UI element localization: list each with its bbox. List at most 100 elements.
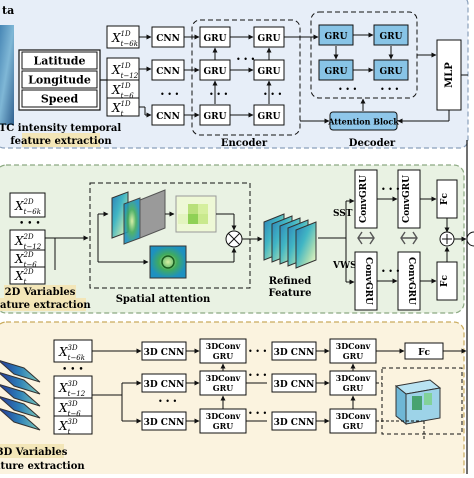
input-latitude-label: Latitude [34, 55, 86, 68]
panel3-caption-line1: 3D Variables [0, 447, 68, 458]
cnn3d-label: 3D CNN [144, 418, 185, 428]
encoder-gru-grid: GRU GRU GRU GRU GRU GRU • • • • • • • • … [199, 26, 285, 126]
cnn-label: CNN [156, 112, 180, 122]
panel1-caption-highlight [22, 133, 100, 147]
convgru3d-label-line1: 3DConv [206, 411, 241, 421]
encoder-dots: • • • [209, 90, 228, 99]
convgru3d-label-line1: 3DConv [336, 373, 371, 383]
refined-feature-line1: Refined [269, 276, 312, 287]
panel1-caption-line1: TC intensity temporal [0, 123, 121, 134]
convgru3d-label-line2: GRU [343, 383, 363, 393]
convgru3d-label-line1: 3DConv [206, 373, 241, 383]
gru-label: GRU [203, 34, 226, 44]
panel2-caption-highlight-2 [0, 298, 86, 311]
convgru3d-dots: • • • [248, 371, 267, 380]
fc-blocks: Fc Fc [420, 179, 467, 301]
tc-input-box: Latitude Longitude Speed [18, 49, 101, 111]
input-latitude [21, 51, 98, 70]
cnn3d-label: 3D CNN [274, 348, 315, 358]
convgru-label: ConvGRU [359, 175, 369, 223]
cross-connection [357, 231, 418, 245]
corner-label: ta [2, 4, 14, 17]
cnn-blocks: CNN CNN CNN [151, 26, 185, 126]
feature-map-stack [111, 189, 166, 245]
panel3-caption-line2: feature extraction [0, 461, 85, 472]
convgru-label: ConvGRU [363, 257, 373, 305]
input-speed-label: Speed [41, 93, 79, 106]
tc-image [149, 245, 187, 279]
cnn3d-dots: • • • [158, 397, 177, 406]
encoder-dots: • • • [236, 55, 255, 64]
gru-label: GRU [257, 34, 280, 44]
cnn-dots: • • • [160, 90, 179, 99]
convgru3d-column-1: 3DConv GRU 3DConv GRU 3DConv GRU [199, 338, 247, 434]
gru-label: GRU [379, 67, 402, 77]
refined-feature-stack [263, 213, 317, 269]
panel2-caption-line1: 2D Variables [5, 287, 76, 298]
convgru3d-label-line1: 3DConv [336, 411, 371, 421]
cnn3d-label: 3D CNN [144, 380, 185, 390]
spatial-attention-label: Spatial attention [116, 294, 211, 305]
fc-label: Fc [440, 275, 450, 287]
convgru3d-label-line2: GRU [213, 421, 233, 431]
spatial-attention-box [89, 182, 251, 289]
gru-label: GRU [203, 112, 226, 122]
cnn3d-label: 3D CNN [274, 380, 315, 390]
convgru3d-label-line2: GRU [343, 421, 363, 431]
convgru3d-label-line2: GRU [343, 351, 363, 361]
panel2-caption-line2: feature extraction [0, 300, 91, 311]
attention-block [329, 111, 398, 131]
volume-cube [394, 379, 442, 426]
gru-label: GRU [324, 67, 347, 77]
convgru-dots: • • • [381, 185, 400, 194]
convgru-dots: • • • [381, 267, 400, 276]
convgru3d-column-2: 3DConv GRU 3DConv GRU 3DConv GRU [329, 338, 377, 434]
convgru3d-label-line1: 3DConv [336, 341, 371, 351]
cnn-label: CNN [156, 67, 180, 77]
gru-label: GRU [203, 67, 226, 77]
gru-label: GRU [379, 32, 402, 42]
satellite-thumbnail [0, 25, 14, 125]
encoder-dots: • • • [263, 90, 282, 99]
cnn3d-label: 3D CNN [144, 348, 185, 358]
refined-feature-line2: Feature [269, 288, 312, 299]
encoder-label: Encoder [221, 138, 268, 149]
input-longitude-label: Longitude [28, 74, 91, 87]
decoder-dots: • • • [380, 85, 399, 94]
convgru-label: ConvGRU [402, 175, 412, 223]
volume-stack [0, 360, 41, 431]
decoder-gru-grid: GRU GRU GRU GRU • • • • • • [318, 24, 409, 94]
fc-label: Fc [440, 193, 450, 205]
convgru3d-label-line2: GRU [213, 383, 233, 393]
panel2-caption-highlight-1 [4, 285, 76, 298]
detail-box [381, 367, 463, 435]
cnn3d-label: 3D CNN [274, 418, 315, 428]
fc-label: Fc [418, 348, 430, 358]
convgru-blocks: ConvGRU ConvGRU ConvGRU ConvGRU • • • • … [354, 169, 421, 311]
gru-label: GRU [324, 32, 347, 42]
encoder-box [191, 19, 301, 136]
convgru3d-label-line2: GRU [213, 351, 233, 361]
cnn3d-column-1: 3D CNN 3D CNN 3D CNN [141, 341, 187, 431]
decoder-label: Decoder [349, 138, 396, 149]
gru-label: GRU [257, 67, 280, 77]
panel2-dots: • • • [19, 219, 41, 229]
vws-label: VWS [332, 261, 357, 271]
